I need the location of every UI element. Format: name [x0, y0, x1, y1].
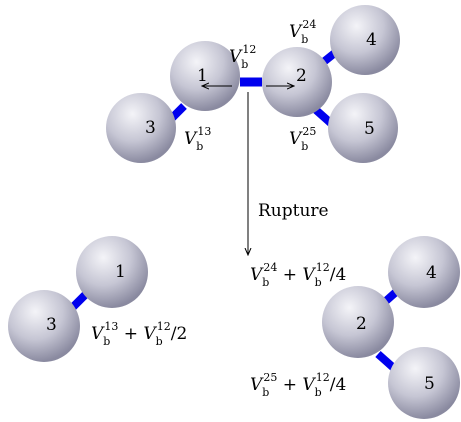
after-particle-5-sphere: [388, 347, 460, 419]
particle-3-label: 3: [145, 118, 156, 138]
after-particle-2-label: 2: [356, 314, 367, 334]
after-particle-3-label: 3: [46, 315, 57, 335]
particle-3-sphere: [106, 93, 176, 163]
after-particle-1-sphere: [76, 236, 148, 308]
particle-2-label: 2: [296, 66, 307, 86]
after-bond-label-left: Vb13 + Vb12/2: [91, 320, 187, 348]
particle-5-label: 5: [364, 119, 375, 139]
after-particle-4-sphere: [388, 236, 460, 308]
after-particle-1-label: 1: [115, 262, 126, 282]
after-particle-2-sphere: [322, 286, 394, 358]
after-bond-label-lower-right: Vb25 + Vb12/4: [250, 371, 346, 399]
bond-label-24: Vb24: [289, 18, 316, 46]
after-particle-4-label: 4: [426, 263, 437, 283]
bond-label-25: Vb25: [289, 125, 316, 153]
bond-label-13: Vb13: [184, 125, 211, 153]
particle-4-sphere: [330, 5, 400, 75]
after-particle-3-sphere: [8, 290, 80, 362]
after-bond-label-upper-right: Vb24 + Vb12/4: [250, 261, 346, 289]
particle-1-label: 1: [197, 66, 208, 86]
bond-label-12: Vb12: [229, 43, 256, 71]
particle-4-label: 4: [366, 30, 377, 50]
rupture-label: Rupture: [258, 201, 329, 221]
particle-2-sphere: [262, 47, 332, 117]
particle-5-sphere: [328, 93, 398, 163]
after-particle-5-label: 5: [424, 374, 435, 394]
particle-1-sphere: [170, 41, 240, 111]
